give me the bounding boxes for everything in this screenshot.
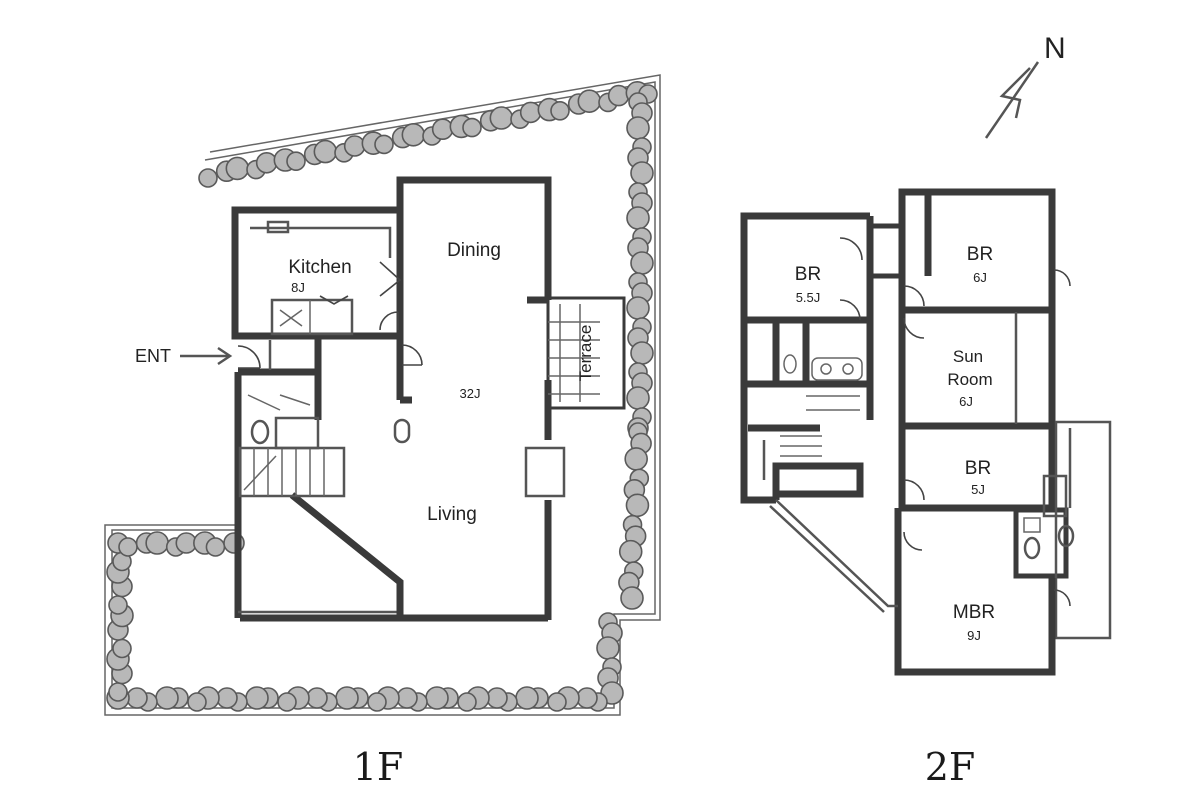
br-west-size: 5.5J <box>796 290 821 305</box>
garden-hedge <box>106 81 658 712</box>
hedge-bush <box>343 135 366 157</box>
hedge-bush <box>519 101 542 124</box>
building-2f <box>740 188 1112 676</box>
hedge-bush <box>618 539 643 564</box>
hedge-bush <box>108 595 128 615</box>
hedge-bush <box>145 531 169 555</box>
hedge-bush <box>335 686 359 710</box>
hedge-bush <box>286 151 306 171</box>
hedge-bush <box>277 692 297 712</box>
hedge-bush <box>431 118 454 140</box>
kitchen-label: Kitchen <box>288 257 351 278</box>
hedge-bush <box>255 152 278 174</box>
mbr-label: MBR <box>953 602 995 623</box>
hedge-bush <box>245 686 269 710</box>
hedge-bush <box>367 692 387 712</box>
hedge-bush <box>306 687 328 709</box>
hedge-bush <box>457 692 477 712</box>
hedge-bush <box>205 537 226 557</box>
hedge-bush <box>198 168 218 188</box>
hedge-bush <box>515 686 539 710</box>
hedge-bush <box>547 692 567 712</box>
hedge-bush <box>216 687 238 709</box>
hedge-bush <box>462 117 482 138</box>
hedge-bush <box>108 682 128 702</box>
entrance-arrow-icon <box>180 346 233 366</box>
hedge-bush <box>596 636 620 660</box>
sun-room-label-line2: Room <box>947 370 992 389</box>
hedge-bush <box>550 101 570 121</box>
hedge-bush <box>486 687 508 709</box>
hedge-bush <box>425 686 449 710</box>
hedge-bush <box>225 156 250 181</box>
hedge-bush <box>630 341 654 365</box>
hedge-bush <box>626 116 650 140</box>
hedge-bush <box>489 106 514 130</box>
hedge-bush <box>626 296 650 320</box>
floor-label-1f: 1F <box>353 745 404 789</box>
hedge-bush <box>577 89 602 113</box>
hedge-bush <box>624 447 648 471</box>
floor-label-2f: 2F <box>925 745 976 789</box>
kitchen-size: 8J <box>291 280 305 295</box>
hedge-bush <box>626 206 650 230</box>
entrance-label: ENT <box>135 346 171 366</box>
north-label: N <box>1044 32 1066 65</box>
hedge-bush <box>620 586 644 610</box>
sun-room-label-line1: Sun <box>953 347 983 366</box>
sun-room-size: 6J <box>959 394 973 409</box>
hedge-bush <box>607 84 630 107</box>
hedge-bush <box>118 537 138 557</box>
br-north-size: 6J <box>973 270 987 285</box>
hedge-bush <box>313 139 338 164</box>
hedge-bush <box>126 687 148 709</box>
building-1f <box>231 176 566 622</box>
terrace-label: Terrace <box>576 325 595 382</box>
hedge-bush <box>155 686 179 710</box>
hedge-bush <box>630 161 654 185</box>
hedge-bush <box>626 386 650 410</box>
hedge-bush <box>625 493 650 518</box>
hedge-bush <box>112 638 132 659</box>
br-mid-size: 5J <box>971 482 985 497</box>
hedge-bush <box>374 134 394 155</box>
hedge-bush <box>401 123 426 147</box>
hedge-bush <box>396 687 418 709</box>
living-label: Living <box>427 504 477 525</box>
mbr-size: 9J <box>967 628 981 643</box>
north-arrow-icon <box>984 61 1040 139</box>
hedge-bush <box>187 692 207 712</box>
br-west-label: BR <box>795 264 821 285</box>
living-size: 32J <box>460 386 481 401</box>
hedge-bush <box>630 251 654 275</box>
terrace-1f <box>546 296 626 410</box>
dining-label: Dining <box>447 240 501 261</box>
br-north-label: BR <box>967 244 993 265</box>
hedge-bush <box>576 687 598 709</box>
br-mid-label: BR <box>965 458 991 479</box>
